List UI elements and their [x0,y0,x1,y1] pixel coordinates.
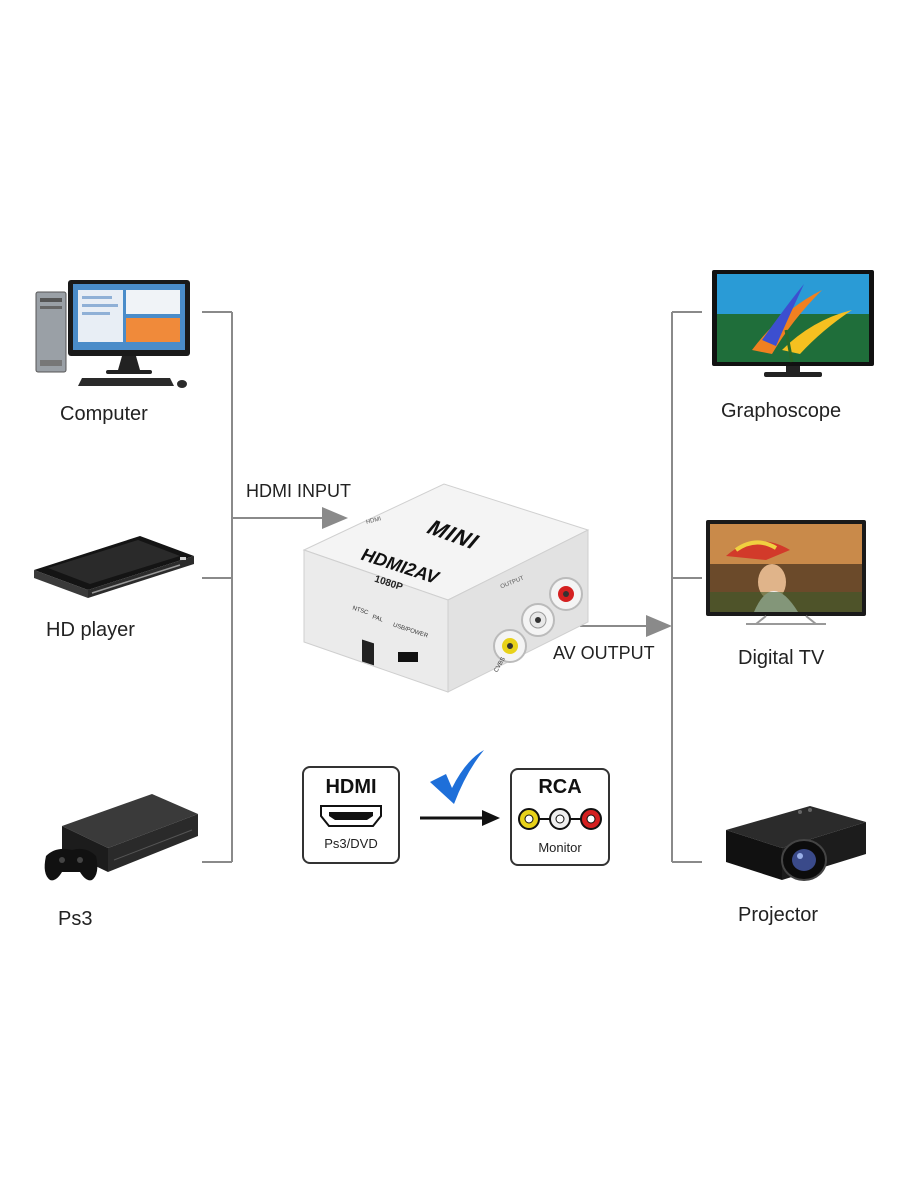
check-icon [430,750,484,804]
source-label-ps3: Ps3 [58,908,93,930]
source-label-computer: Computer [60,403,148,425]
computer-icon [35,280,190,388]
hd-player-icon [34,536,194,598]
ps3-console-icon [44,794,198,881]
hdmi-badge-subtitle: Ps3/DVD [324,836,378,851]
hdmi-connector-icon [320,805,382,827]
hdmi-input-label: HDMI INPUT [246,481,351,501]
output-label-projector: Projector [738,904,819,926]
output-label-digital-tv: Digital TV [738,647,825,669]
hdmi-badge-title: HDMI [325,776,377,798]
tv-icon [712,270,874,377]
conversion-arrow-icon [420,810,500,826]
projector-icon [726,806,866,881]
output-arrow-head [646,615,672,637]
av-output-label: AV OUTPUT [553,643,655,663]
hdmi-badge: HDMI Ps3/DVD [302,766,400,864]
rca-badge-title: RCA [538,776,582,798]
output-label-graphoscope: Graphoscope [721,400,842,422]
input-arrow-head [322,507,348,529]
source-label-hd-player: HD player [46,619,135,641]
rca-badge: RCA Monitor [510,768,610,866]
digital-tv-icon [706,520,866,625]
rca-badge-subtitle: Monitor [538,840,582,855]
converter-box [302,483,590,693]
rca-connectors-icon [518,808,602,830]
